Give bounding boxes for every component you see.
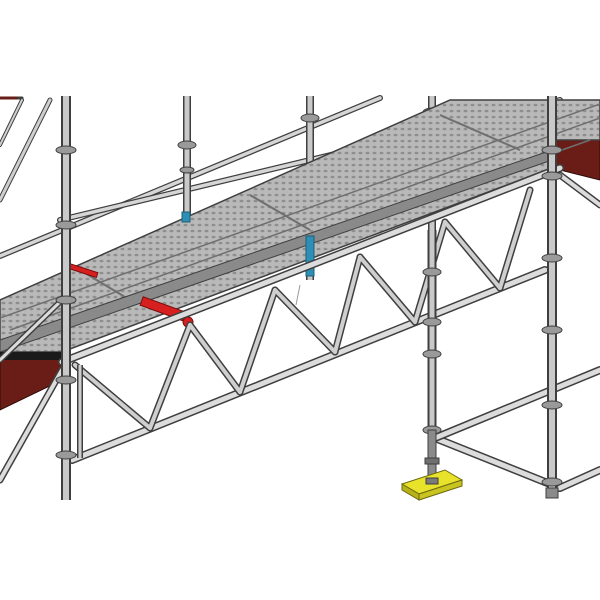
left-diagonal-brace — [0, 297, 66, 484]
yellow-base-plate — [400, 469, 464, 501]
truss-diagonals — [71, 186, 534, 432]
front-top-ledger — [58, 164, 564, 366]
deck-platform — [0, 99, 600, 360]
right-lower-frame — [431, 171, 600, 492]
blue-brackets — [181, 211, 315, 306]
right-standard-foot — [545, 487, 559, 499]
stair-rail — [0, 96, 53, 203]
